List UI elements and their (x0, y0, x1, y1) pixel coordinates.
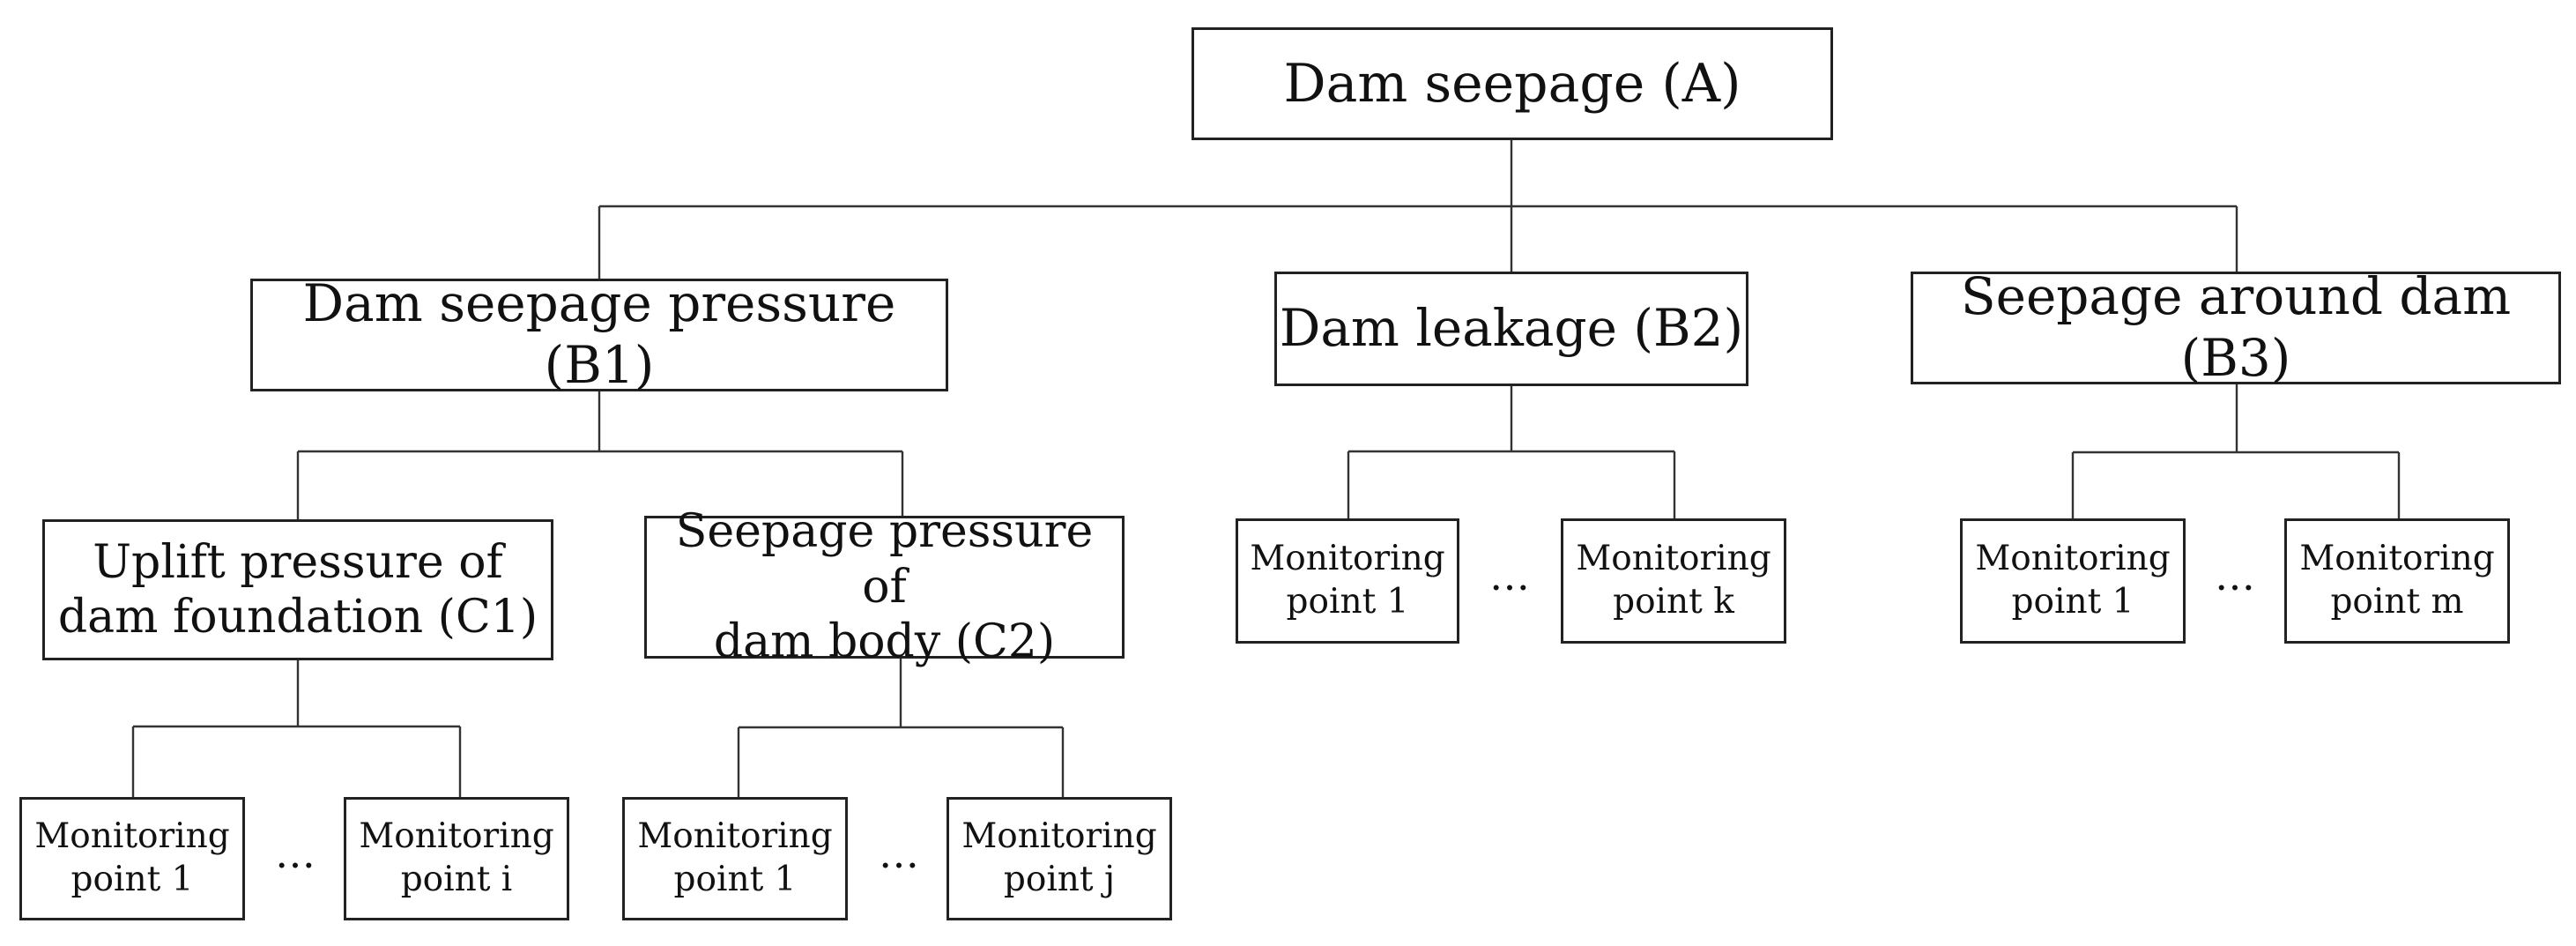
connector-b3-to-monitoring (2071, 384, 2401, 518)
monitoring-point-line1: Monitoring (2299, 539, 2495, 579)
connector-b1-to-c (296, 391, 904, 519)
monitoring-point-line1: Monitoring (637, 816, 833, 857)
monitoring-point-box: Monitoring point 1 (1236, 518, 1459, 644)
node-dam-leakage-b2: Dam leakage (B2) (1274, 272, 1748, 386)
monitoring-point-line2: point m (2330, 582, 2464, 622)
monitoring-point-line1: Monitoring (1250, 539, 1445, 579)
node-dam-seepage-a: Dam seepage (A) (1191, 27, 1833, 140)
node-c2-label-line1: Seepage pressure of (675, 505, 1094, 614)
connector-c1-to-monitoring (131, 660, 462, 797)
ellipsis: … (275, 830, 317, 877)
ellipsis: … (2215, 552, 2257, 600)
node-seepage-around-dam-b3: Seepage around dam (B3) (1911, 266, 2561, 388)
node-uplift-pressure-c1: Uplift pressure of dam foundation (C1) (42, 519, 553, 660)
node-b3-label: Seepage around dam (B3) (1960, 266, 2512, 388)
monitoring-point-line2: point 1 (1286, 582, 1409, 622)
monitoring-point-box: Monitoring point 1 (19, 797, 245, 920)
monitoring-point-line2: point 1 (71, 860, 194, 899)
node-dam-seepage-pressure-b1: Dam seepage pressure (B1) (250, 273, 948, 395)
monitoring-point-box: Monitoring point k (1561, 518, 1786, 644)
monitoring-point-line2: point i (400, 860, 513, 899)
node-seepage-pressure-body-c2: Seepage pressure of dam body (C2) (644, 505, 1125, 668)
ellipsis: … (879, 830, 921, 877)
monitoring-point-line2: point 1 (673, 860, 797, 899)
monitoring-point-line1: Monitoring (34, 816, 230, 857)
node-a-label: Dam seepage (A) (1283, 53, 1741, 115)
monitoring-point-box: Monitoring point i (344, 797, 569, 920)
monitoring-point-box: Monitoring point m (2284, 518, 2510, 644)
ellipsis: … (1489, 552, 1532, 600)
node-b2-label: Dam leakage (B2) (1279, 298, 1744, 359)
monitoring-point-box: Monitoring point 1 (622, 797, 848, 920)
connector-c2-to-monitoring (737, 659, 1065, 797)
connector-a-to-b (598, 140, 2238, 279)
monitoring-point-line2: point j (1003, 860, 1116, 899)
monitoring-point-line1: Monitoring (1576, 539, 1771, 579)
monitoring-point-box: Monitoring point 1 (1960, 518, 2186, 644)
node-b1-label: Dam seepage pressure (B1) (302, 273, 896, 395)
node-c1-label-line1: Uplift pressure of (93, 535, 503, 589)
monitoring-point-line1: Monitoring (359, 816, 554, 857)
monitoring-point-box: Monitoring point j (947, 797, 1172, 920)
connector-b2-to-monitoring (1347, 386, 1676, 518)
node-c1-label-line2: dam foundation (C1) (57, 591, 538, 644)
monitoring-point-line2: point k (1613, 582, 1734, 622)
monitoring-point-line1: Monitoring (1975, 539, 2171, 579)
monitoring-point-line2: point 1 (2011, 582, 2134, 622)
node-c2-label-line2: dam body (C2) (713, 615, 1056, 669)
monitoring-point-line1: Monitoring (961, 816, 1157, 857)
